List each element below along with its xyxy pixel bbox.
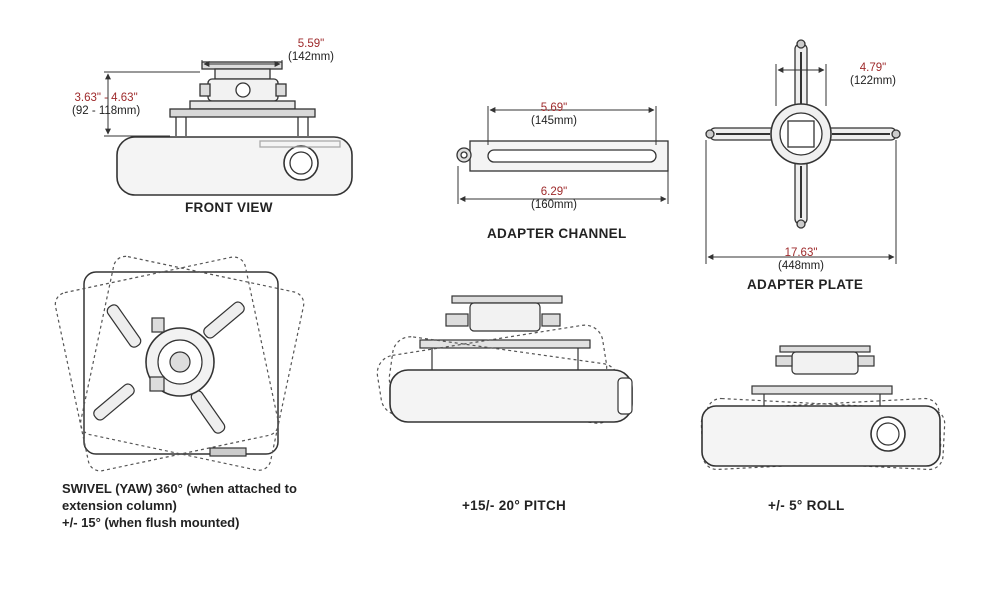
swivel-line-2: extension column) <box>62 498 177 513</box>
adapter-channel-caption: ADAPTER CHANNEL <box>487 226 627 241</box>
front-view-dimensions <box>104 60 283 137</box>
front-width-in: 5.59" <box>297 38 325 50</box>
adapter-channel-drawing <box>456 140 669 172</box>
swivel-line-3: +/- 15° (when flush mounted) <box>62 515 240 530</box>
adapter-plate-drawing <box>705 39 901 229</box>
pitch-drawing <box>376 295 633 424</box>
pitch-caption: +15/- 20° PITCH <box>462 498 567 513</box>
plate-hub-mm: (122mm) <box>850 75 897 87</box>
front-height-dimension: 3.63" - 4.63" (92 - 118mm) <box>72 92 140 118</box>
swivel-caption: SWIVEL (YAW) 360° (when attached to exte… <box>62 480 297 531</box>
swivel-line-1: SWIVEL (YAW) 360° (when attached to <box>62 481 297 496</box>
channel-outer-dimension: 6.29" (160mm) <box>531 186 577 212</box>
plate-span-in: 17.63" <box>784 247 818 259</box>
adapter-plate-caption: ADAPTER PLATE <box>747 277 864 292</box>
front-view-caption: FRONT VIEW <box>185 200 273 215</box>
channel-inner-dimension: 5.69" (145mm) <box>531 102 577 128</box>
plate-hub-dimension: 4.79" (122mm) <box>850 62 896 88</box>
channel-outer-in: 6.29" <box>540 186 568 198</box>
plate-span-mm: (448mm) <box>778 260 825 272</box>
roll-drawing <box>700 345 946 471</box>
front-height-mm: (92 - 118mm) <box>72 105 141 117</box>
plate-hub-in: 4.79" <box>859 62 887 74</box>
swivel-drawing <box>54 255 305 472</box>
front-height-in: 3.63" - 4.63" <box>74 92 138 104</box>
front-width-mm: (142mm) <box>288 51 335 63</box>
adapter-channel-dimensions <box>457 106 669 204</box>
front-view-drawing <box>116 61 353 196</box>
adapter-plate-dimensions <box>705 64 897 264</box>
channel-inner-mm: (145mm) <box>531 115 578 127</box>
channel-outer-mm: (160mm) <box>531 199 578 211</box>
plate-span-dimension: 17.63" (448mm) <box>778 247 824 273</box>
front-width-dimension: 5.59" (142mm) <box>288 38 334 64</box>
channel-inner-in: 5.69" <box>540 102 568 114</box>
roll-caption: +/- 5° ROLL <box>768 498 845 513</box>
